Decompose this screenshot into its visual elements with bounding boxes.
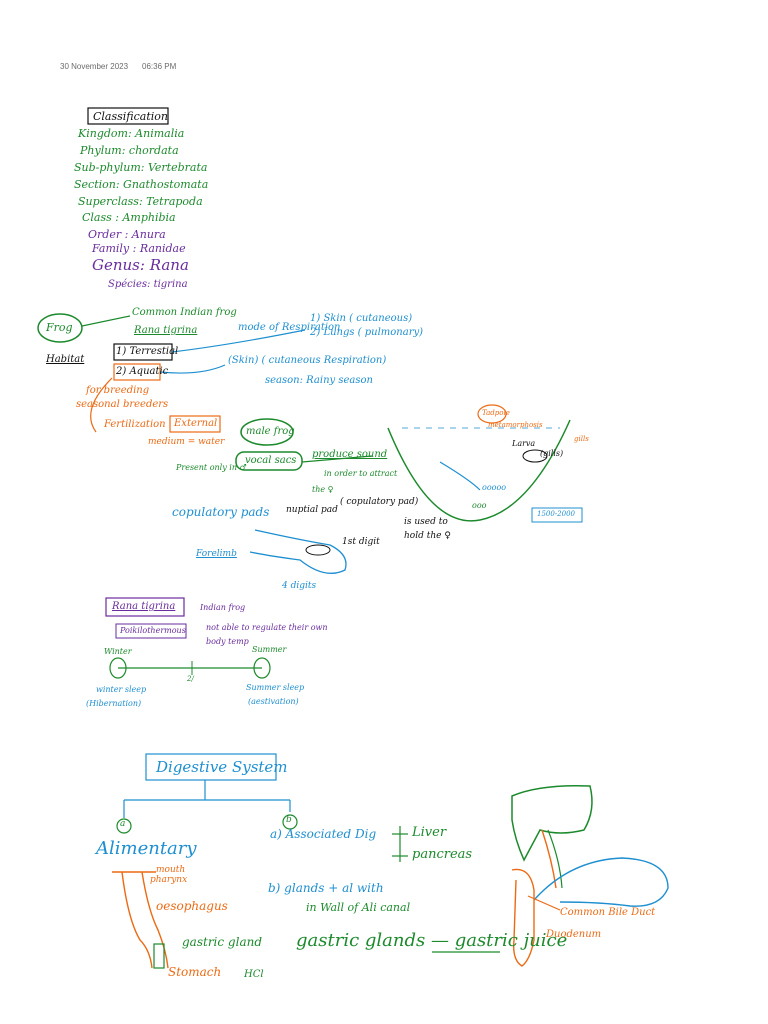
medium-water: medium = water — [148, 437, 225, 447]
stomach-label: Stomach — [168, 965, 222, 979]
classification-title: Classification — [93, 110, 169, 123]
fertilization-label: Fertilization — [104, 419, 166, 430]
rana-tigrina-boxed: Rana tigrina — [112, 601, 176, 612]
gastric-glands-juice: gastric glands — gastric juice — [296, 930, 568, 951]
vocal-sacs-label: vocal sacs — [245, 455, 297, 466]
tadpole-label: Tadpole — [482, 409, 510, 417]
copulatory-pads: copulatory pads — [172, 505, 270, 519]
class-row: Class : Amphibia — [82, 211, 176, 224]
respiration-skin: 1) Skin ( cutaneous) — [310, 313, 413, 324]
associated-digestive: a) Associated Dig — [270, 827, 377, 841]
winter-label: Winter — [104, 647, 132, 656]
gastric-gland-label: gastric gland — [182, 935, 263, 949]
pancreas-label: pancreas — [412, 847, 473, 862]
section-row: Section: Gnathostomata — [74, 178, 209, 191]
season-label: season: Rainy season — [265, 375, 373, 386]
attract-line-1: in order to attract — [324, 469, 398, 478]
common-bile-duct: Common Bile Duct — [560, 907, 656, 918]
mouth-label: mouth — [156, 865, 186, 875]
seasonal-breeders: seasonal breeders — [76, 399, 169, 410]
kingdom-row: Kingdom: Animalia — [78, 127, 185, 140]
copulatory-paren: ( copulatory pad) — [340, 497, 419, 507]
water-range: 1500-2000 — [537, 510, 575, 518]
metamorphosis-label: metamorphosis — [488, 421, 543, 429]
alimentary-label: Alimentary — [96, 838, 197, 859]
larva-label: Larva — [512, 439, 536, 448]
produce-sound: produce sound — [312, 449, 388, 460]
rana-tigrina-label: Rana tigrina — [134, 325, 198, 336]
oesophagus-label: oesophagus — [156, 899, 228, 913]
forelimb-label: Forelimb — [196, 549, 237, 559]
mode-of-respiration: mode of Respiration — [238, 322, 341, 333]
wall-of-canal: in Wall of Ali canal — [306, 901, 411, 914]
poikilothermous-label: Poikilothermous — [120, 626, 186, 635]
gills-label: gills — [574, 435, 589, 443]
frog-label: Frog — [46, 321, 73, 334]
species-row: Spécies: tigrina — [108, 279, 188, 290]
respiration-lungs: 2) Lungs ( pulmonary) — [310, 327, 424, 338]
indian-frog-label: Indian frog — [200, 603, 246, 612]
aestivation-label: (aestivation) — [248, 697, 299, 706]
male-frog-label: male frog — [246, 426, 295, 437]
note-date: 30 November 2023 — [60, 62, 129, 71]
subphylum-row: Sub-phylum: Vertebrata — [74, 161, 208, 174]
eggs-cluster-2: ooo — [472, 501, 487, 510]
marker-b: b — [286, 815, 292, 825]
not-able-line-2: body temp — [206, 637, 249, 646]
not-able-line-1: not able to regulate their own — [206, 623, 328, 632]
duodenum-label: Duodenum — [546, 929, 602, 940]
external-label: External — [174, 418, 218, 429]
nuptial-pad: nuptial pad — [286, 505, 338, 515]
skin-cutaneous-note: (Skin) ( cutaneous Respiration) — [228, 355, 387, 366]
order-row: Order : Anura — [88, 228, 166, 241]
four-digits: 4 digits — [282, 581, 317, 591]
common-indian-frog: Common Indian frog — [132, 307, 237, 318]
for-breeding: for breeding — [86, 385, 150, 396]
summer-sleep: Summer sleep — [246, 683, 305, 692]
marker-a: a — [120, 819, 126, 829]
glands-associated: b) glands + al with — [268, 881, 384, 895]
attract-line-2: the ♀ — [312, 485, 334, 494]
habitat-label: Habitat — [46, 354, 85, 365]
family-row: Family : Ranidae — [92, 242, 186, 255]
gills-paren-label: (gills) — [540, 449, 564, 458]
eggs-cluster: ooooo — [482, 483, 507, 492]
hcl-label: HCl — [244, 969, 264, 980]
hold-the-female: hold the ♀ — [404, 531, 451, 541]
summer-label: Summer — [252, 645, 287, 654]
hibernation-label: (Hibernation) — [86, 699, 142, 708]
superclass-row: Superclass: Tetrapoda — [78, 195, 203, 208]
first-digit: 1st digit — [342, 537, 380, 547]
liver-label: Liver — [412, 825, 447, 840]
terrestrial-label: 1) Terrestial — [116, 346, 179, 357]
digestive-system-title: Digestive System — [156, 758, 288, 776]
genus-row: Genus: Rana — [92, 256, 189, 274]
aquatic-label: 2) Aquatic — [116, 366, 169, 377]
winter-sleep: winter sleep — [96, 685, 147, 694]
note-time: 06:36 PM — [142, 62, 177, 71]
is-used-to: is used to — [404, 517, 448, 527]
present-only-in-male: Present only in ♂ — [176, 463, 247, 472]
timeline-mid-label: 2/ — [187, 675, 194, 683]
phylum-row: Phylum: chordata — [80, 144, 179, 157]
pharynx-label: pharynx — [150, 875, 188, 885]
